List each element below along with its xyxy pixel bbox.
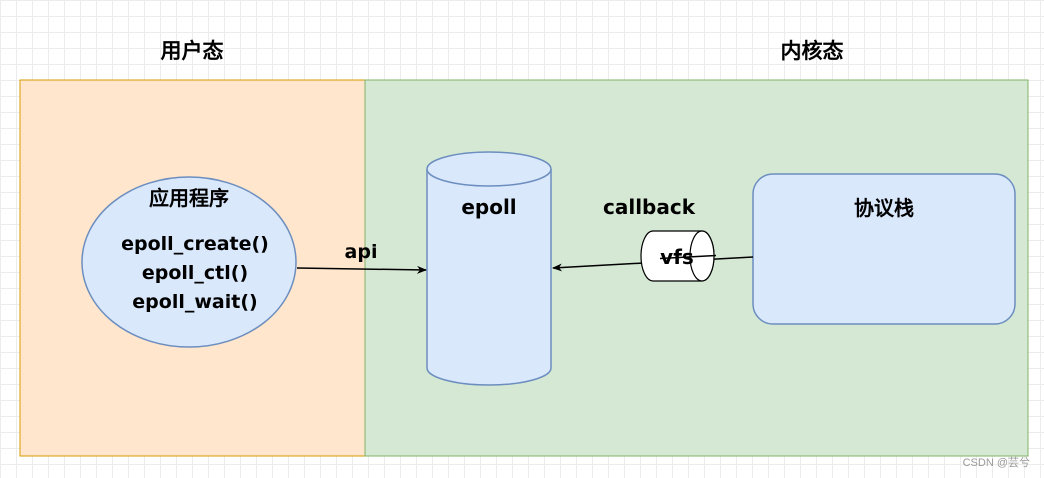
vfs-label: vfs: [660, 245, 694, 269]
watermark: CSDN @芸兮: [962, 457, 1030, 469]
call-epoll-wait: epoll_wait(): [132, 291, 257, 313]
callback-label: callback: [603, 195, 696, 219]
callback-arrow-over-vfs: [659, 254, 717, 260]
epoll-label: epoll: [461, 195, 516, 219]
api-label: api: [345, 241, 378, 263]
call-epoll-ctl: epoll_ctl(): [142, 262, 248, 284]
kernel-space-title: 内核态: [781, 39, 844, 63]
protocol-stack-node: [752, 173, 1016, 325]
epoll-node: [426, 151, 552, 386]
user-space-title: 用户态: [161, 39, 224, 63]
protocol-stack-label: 协议栈: [854, 196, 914, 220]
api-arrow: [296, 265, 427, 274]
application-title: 应用程序: [149, 186, 229, 210]
application-node: [81, 176, 297, 348]
call-epoll-create: epoll_create(): [121, 233, 269, 255]
